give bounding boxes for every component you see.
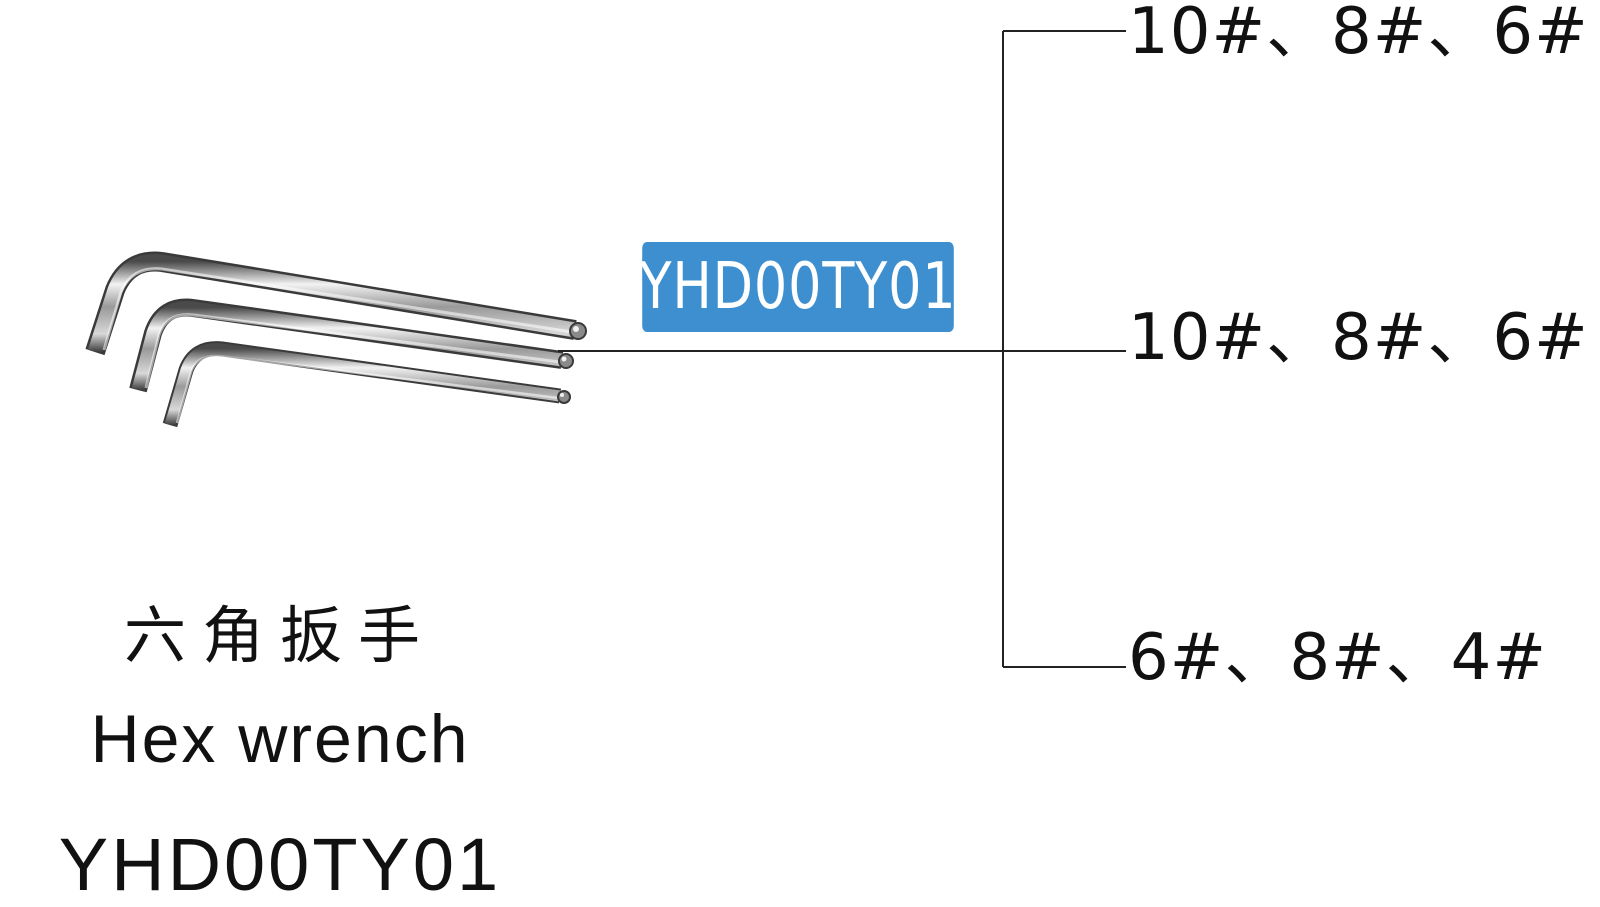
product-code: YHD00TY01 <box>58 823 502 906</box>
size-option-top: 10#、8#、6# <box>1128 0 1589 69</box>
product-name-chinese: 六角扳手 <box>123 599 436 672</box>
connector-lines <box>558 30 1126 668</box>
hex-wrench-small <box>162 341 571 428</box>
product-name-english: Hex wrench <box>90 701 470 777</box>
model-code-badge: YHD00TY01 <box>640 242 956 332</box>
hex-wrench-medium <box>129 298 574 393</box>
hex-wrench-large <box>85 251 587 356</box>
hex-wrench-set-icon <box>85 251 587 428</box>
size-option-bottom: 6#、8#、4# <box>1128 621 1548 695</box>
size-option-middle: 10#、8#、6# <box>1128 301 1589 375</box>
